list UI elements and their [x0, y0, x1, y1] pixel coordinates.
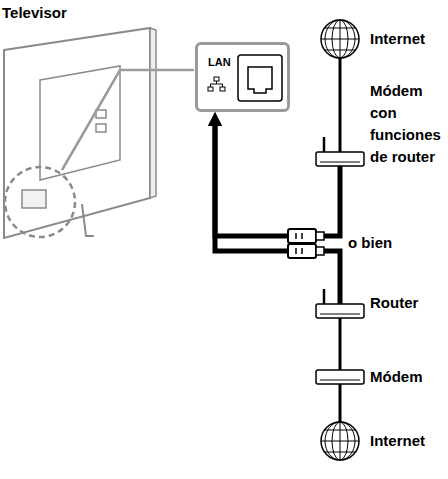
lan-cable — [339, 318, 342, 370]
tv-body: Televisor — [0, 0, 162, 250]
internet-globe-icon — [319, 18, 361, 60]
lan-port-callout: LAN — [195, 42, 290, 112]
modem-device-icon — [314, 352, 366, 386]
lan-plug — [288, 244, 324, 258]
internet-globe: Internet — [319, 420, 428, 464]
device-label: Módem — [370, 366, 423, 388]
lan-plug — [288, 229, 324, 243]
internet-globe-icon — [319, 420, 361, 462]
lan-cable — [215, 120, 340, 304]
lan-cable — [339, 58, 342, 152]
lan-cable — [215, 120, 340, 236]
router-device-icon — [314, 286, 366, 320]
lan-cable — [339, 384, 342, 422]
internet-globe: Internet — [319, 18, 428, 62]
router-device: Router — [314, 286, 421, 322]
port-label: LAN — [208, 55, 231, 69]
device-label: Televisor — [2, 2, 67, 24]
device-label: Router — [370, 292, 418, 314]
alternative-note: o bien — [346, 233, 394, 253]
tv-body-icon — [0, 0, 160, 248]
device-label: Internet — [370, 28, 425, 50]
modem-device: Módem — [314, 352, 425, 390]
modem-router-device-icon — [314, 134, 366, 168]
device-label: Internet — [370, 430, 425, 452]
modem-router-device: Módem con funciones de router — [314, 80, 446, 170]
device-label: Módem con funciones de router — [370, 80, 444, 168]
